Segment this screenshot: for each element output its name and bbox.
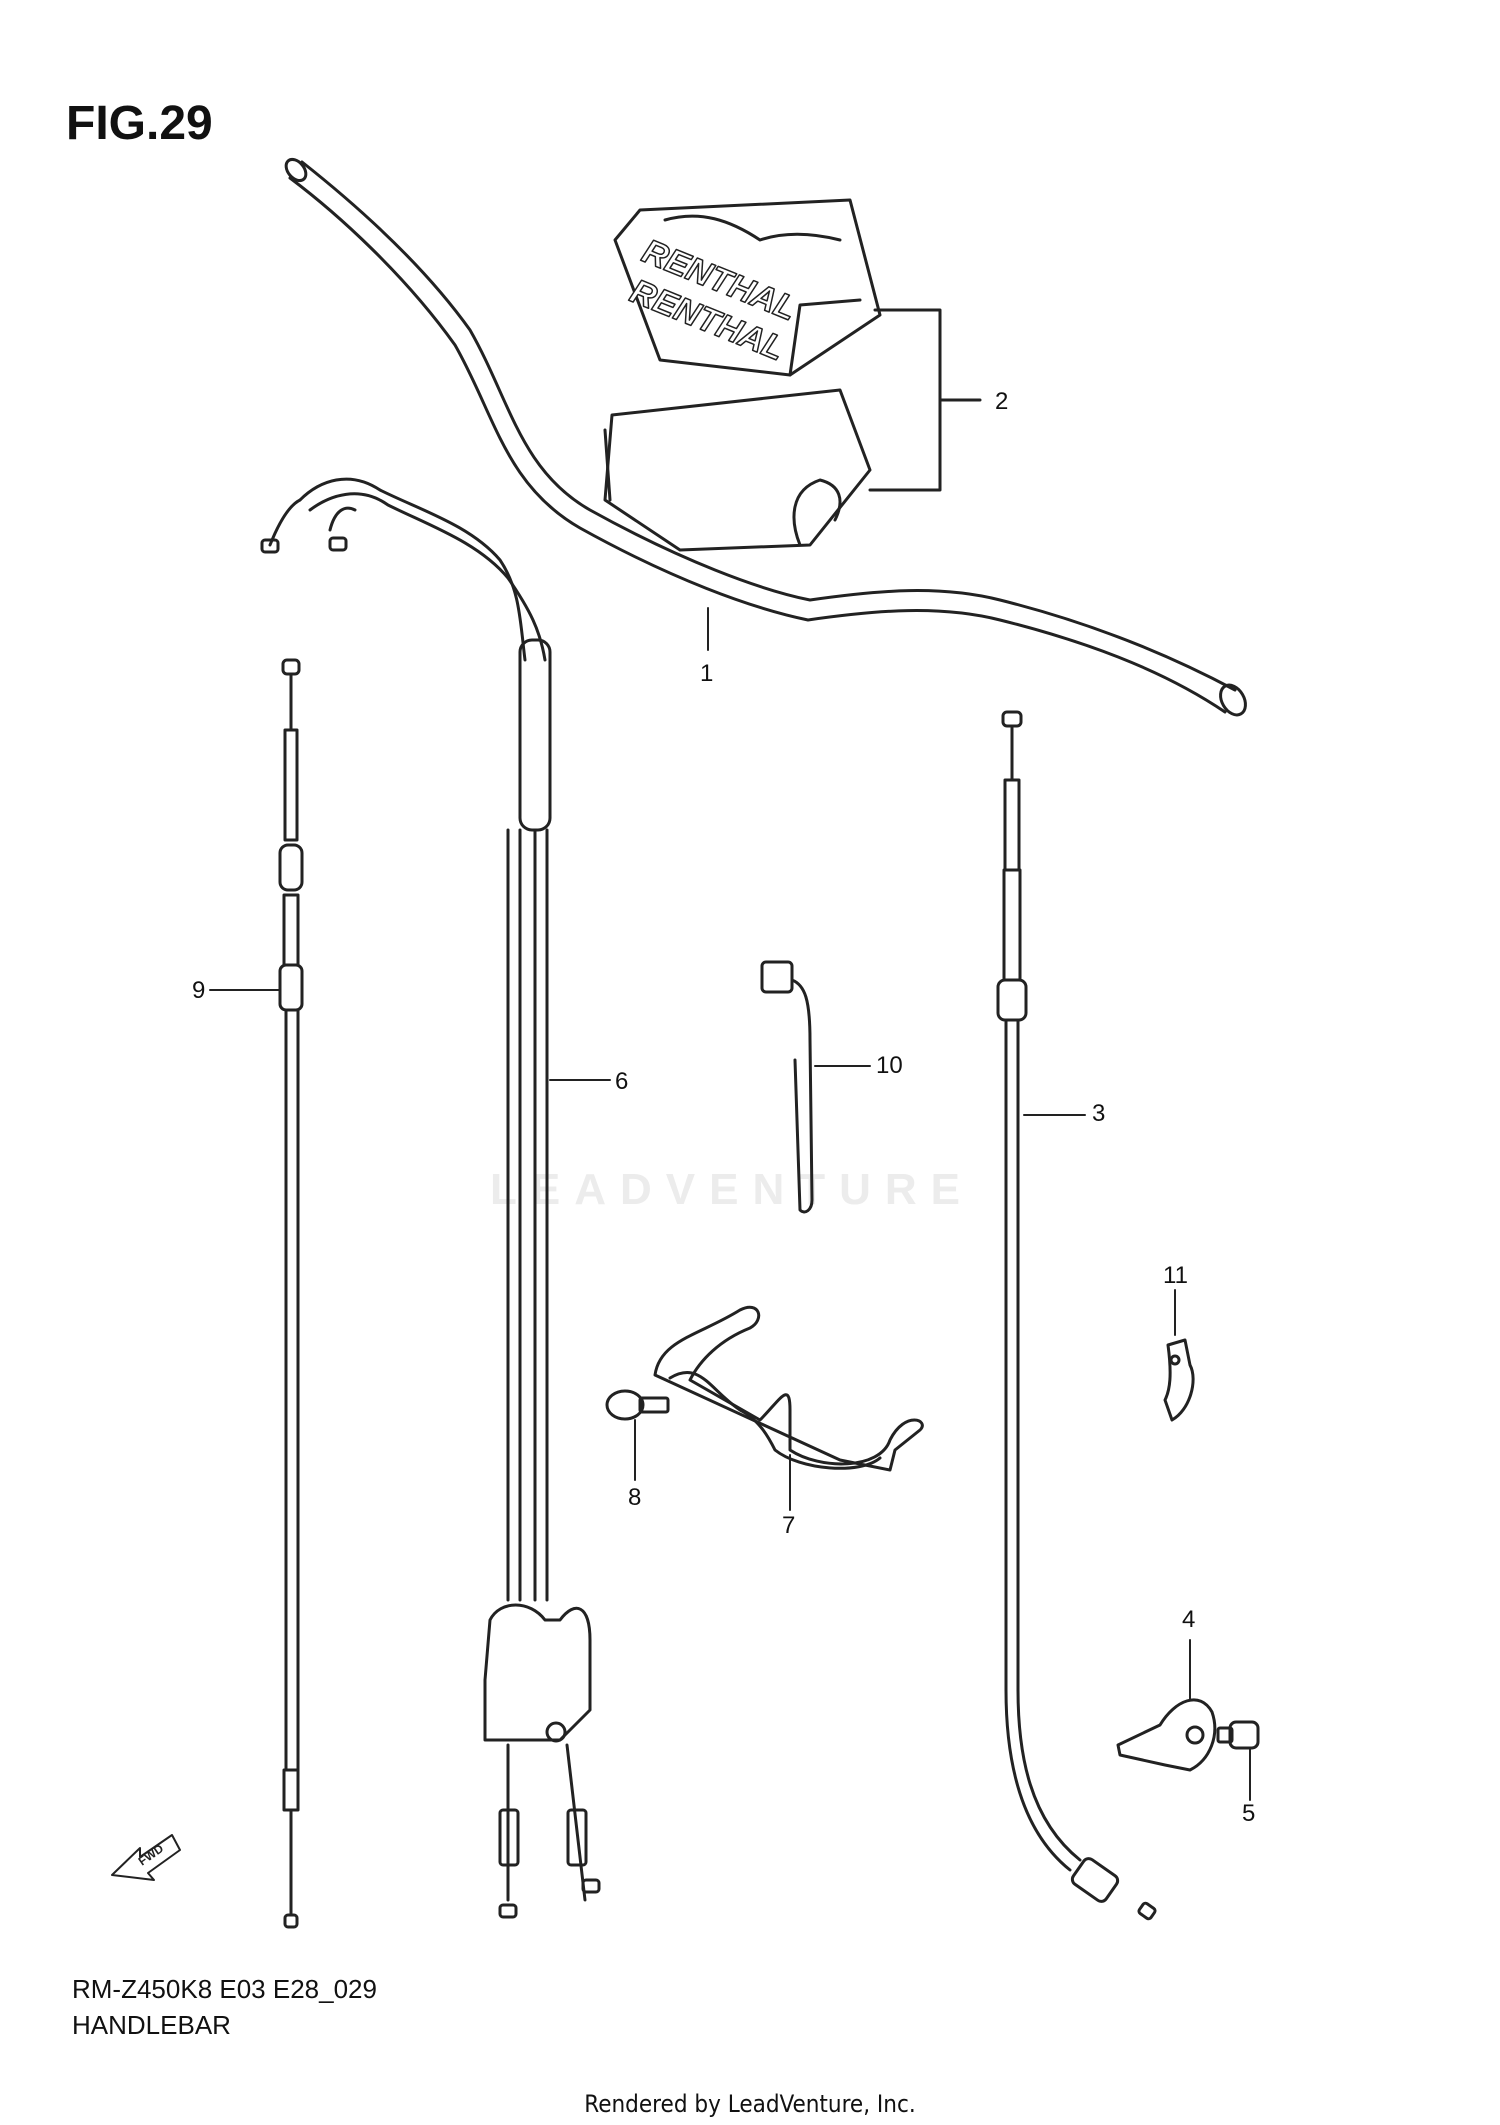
bolt-part-5[interactable] [1216,1720,1260,1801]
callout-4[interactable]: 4 [1182,1606,1196,1633]
diagram-name: HANDLEBAR [72,2010,231,2040]
bolt-part[interactable] [605,1389,670,1481]
band-part[interactable] [760,960,871,1214]
diagram-code: RM-Z450K8 E03 E28_029 [72,1974,377,2004]
bar-pad-part[interactable] [603,198,982,552]
figure-title: FIG.29 [66,97,213,150]
callout-3[interactable]: 3 [1092,1100,1106,1127]
callout-10[interactable]: 10 [876,1052,903,1079]
watermark: LEADVENTURE [490,1165,975,1214]
fwd-arrow-icon [111,1834,181,1881]
clamp-part[interactable] [653,1305,924,1511]
callout-5[interactable]: 5 [1242,1800,1256,1827]
callout-9[interactable]: 9 [192,977,206,1004]
callout-7[interactable]: 7 [782,1512,796,1539]
holder-part[interactable] [1116,1639,1217,1772]
callout-6[interactable]: 6 [615,1068,629,1095]
clip-part[interactable] [1163,1289,1195,1422]
callout-1[interactable]: 1 [700,660,714,687]
right-cable-part[interactable] [996,710,1157,1921]
throttle-cable-part[interactable] [260,477,611,1919]
left-cable-part[interactable] [209,658,304,1929]
footer-credit: Rendered by LeadVenture, Inc. [584,2090,916,2118]
handlebar-part[interactable] [282,156,1250,720]
callout-8[interactable]: 8 [628,1484,642,1511]
cable-end [328,536,348,552]
cable-end [260,538,280,554]
callout-11[interactable]: 11 [1163,1262,1188,1289]
callout-2[interactable]: 2 [995,388,1009,415]
